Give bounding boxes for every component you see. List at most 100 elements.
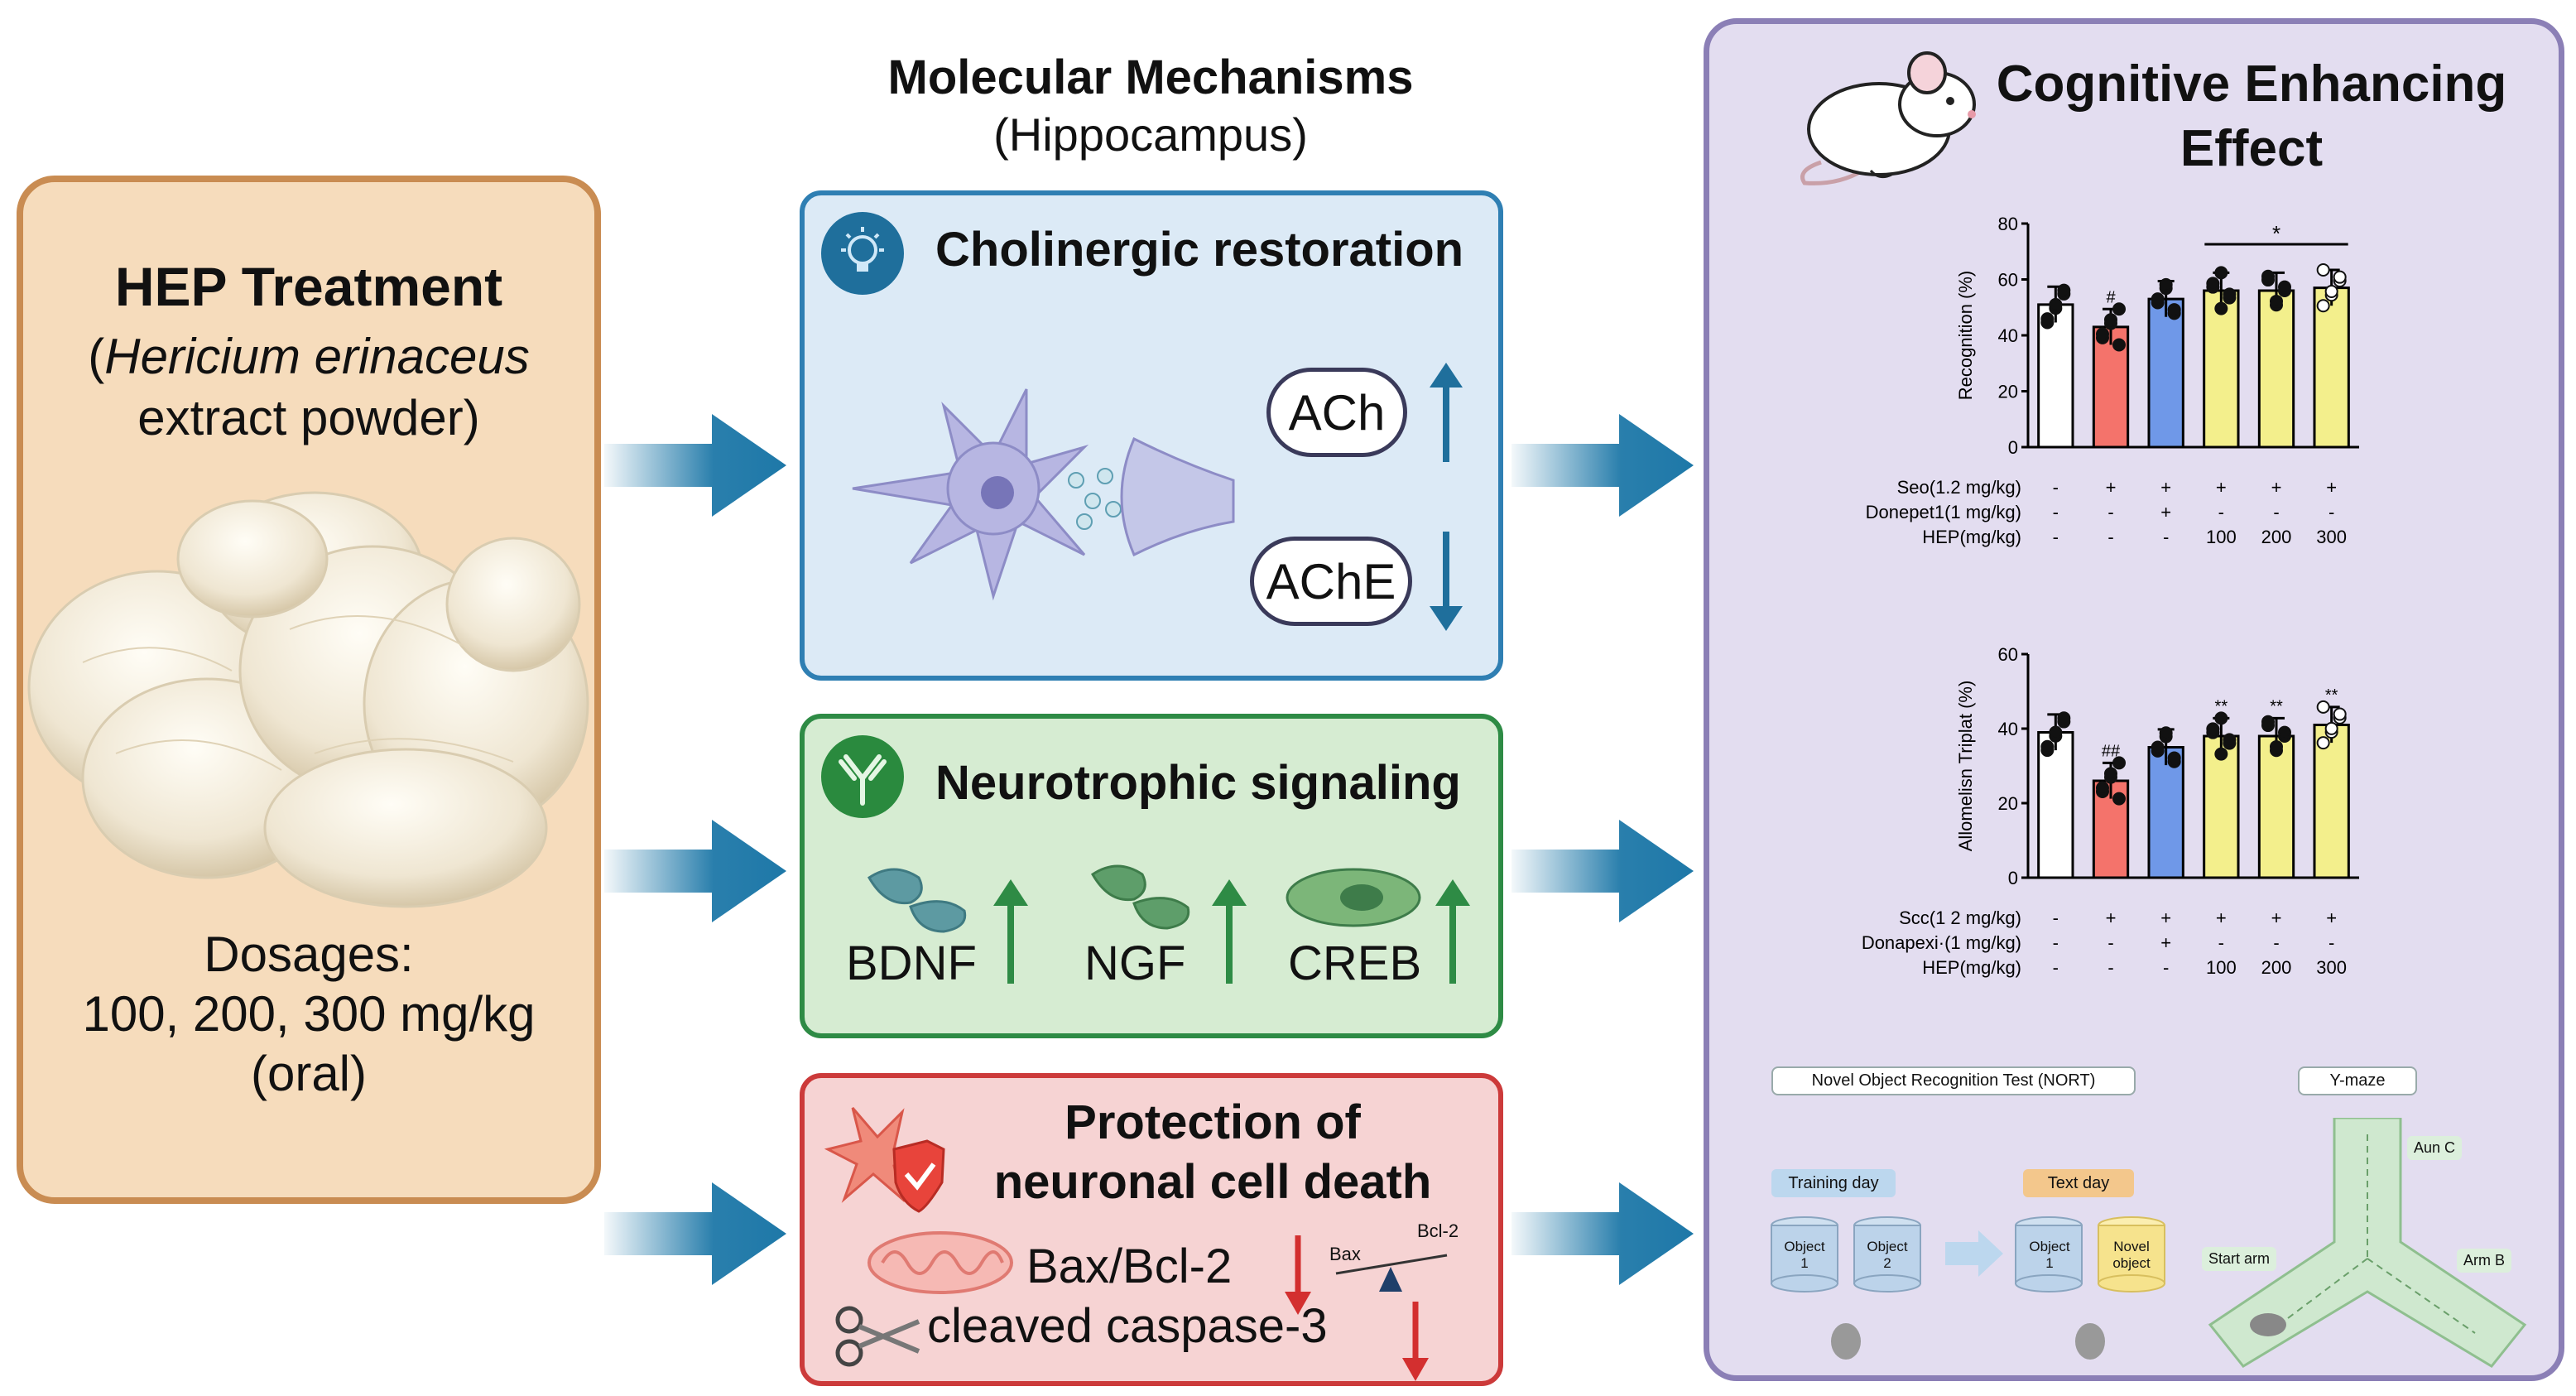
arrow-to-protection bbox=[604, 1182, 786, 1285]
condition-value: + bbox=[2160, 502, 2171, 522]
data-point bbox=[2333, 707, 2347, 721]
data-point bbox=[2112, 338, 2126, 352]
data-point bbox=[2159, 277, 2173, 291]
y-tick-label: 60 bbox=[1998, 644, 2018, 665]
data-point bbox=[2151, 292, 2165, 306]
data-point bbox=[2316, 263, 2330, 277]
condition-value: + bbox=[2271, 907, 2282, 928]
middle-title: Molecular Mechanisms bbox=[887, 51, 1414, 104]
data-point bbox=[2223, 733, 2237, 747]
condition-value: - bbox=[2053, 932, 2059, 953]
data-point bbox=[2040, 739, 2055, 753]
balance-scale-icon bbox=[1335, 1254, 1448, 1292]
object2-label: Object 2 bbox=[1867, 1239, 1908, 1271]
condition-value: 200 bbox=[2261, 527, 2292, 547]
condition-value: - bbox=[2163, 527, 2169, 547]
dosages-values: 100, 200, 300 mg/kg bbox=[82, 986, 536, 1042]
data-point bbox=[2223, 287, 2237, 301]
condition-value: - bbox=[2218, 932, 2224, 953]
bar bbox=[2147, 746, 2184, 879]
condition-value: + bbox=[2271, 477, 2282, 498]
data-point bbox=[2096, 781, 2109, 795]
condition-label: Scc(1 2 mg/kg) bbox=[1899, 907, 2021, 928]
condition-value: - bbox=[2053, 477, 2059, 498]
scissors-icon bbox=[835, 1306, 920, 1367]
training-day-label: Training day bbox=[1771, 1169, 1896, 1197]
data-point bbox=[2214, 301, 2228, 315]
y-tick-label: 40 bbox=[1998, 719, 2018, 739]
condition-value: 100 bbox=[2206, 527, 2237, 547]
caspase-down-arrow-icon bbox=[1402, 1302, 1429, 1381]
condition-value: - bbox=[2053, 957, 2059, 978]
ymaze-label: Y-maze bbox=[2298, 1066, 2417, 1095]
arm-b-label: Arm B bbox=[2457, 1249, 2512, 1273]
ngf-up-arrow-icon bbox=[1212, 879, 1247, 984]
neuron-synapse-icon bbox=[852, 388, 1235, 601]
ache-pill: AChE bbox=[1250, 537, 1412, 626]
hep-title: HEP Treatment bbox=[114, 256, 503, 317]
data-point bbox=[2151, 740, 2165, 754]
creb-up-arrow-icon bbox=[1435, 879, 1470, 984]
condition-value: + bbox=[2106, 477, 2117, 498]
data-point bbox=[2278, 280, 2291, 294]
protection-box bbox=[800, 1073, 1503, 1386]
bar bbox=[2147, 297, 2184, 449]
middle-subtitle: (Hippocampus) bbox=[993, 108, 1308, 161]
arrow-from-protection bbox=[1511, 1182, 1694, 1285]
bax-small-label: Bax bbox=[1329, 1244, 1361, 1264]
data-point bbox=[2057, 711, 2071, 725]
arm-c-label: Aun C bbox=[2407, 1136, 2463, 1160]
condition-value: + bbox=[2216, 907, 2227, 928]
condition-value: - bbox=[2273, 932, 2279, 953]
data-point bbox=[2333, 270, 2347, 284]
ngf-protein-icon bbox=[1091, 864, 1190, 930]
cholinergic-title: Cholinergic restoration bbox=[935, 223, 1464, 277]
condition-value: - bbox=[2053, 502, 2059, 522]
dosages-label: Dosages: bbox=[204, 927, 414, 982]
significance-mark: # bbox=[2106, 288, 2116, 306]
object1-label: Object 1 bbox=[1784, 1239, 1825, 1271]
species-name: Hericium erinaceus bbox=[104, 329, 530, 384]
arrow-from-neurotrophic bbox=[1511, 820, 1694, 922]
data-point bbox=[2112, 792, 2126, 806]
bar bbox=[2037, 303, 2074, 449]
data-point bbox=[2167, 751, 2181, 765]
creb-label: CREB bbox=[1288, 936, 1422, 990]
condition-value: + bbox=[2160, 907, 2171, 928]
cleaved-caspase-label: cleaved caspase-3 bbox=[927, 1299, 1328, 1353]
arrow-to-neurotrophic bbox=[604, 820, 786, 922]
lions-mane-mushroom-image bbox=[27, 491, 589, 908]
significance-bar-label: * bbox=[2272, 221, 2280, 246]
mitochondria-icon bbox=[867, 1231, 1013, 1294]
condition-value: - bbox=[2328, 502, 2334, 522]
data-point bbox=[2261, 269, 2275, 283]
condition-value: + bbox=[2106, 907, 2117, 928]
bdnf-label: BDNF bbox=[846, 936, 977, 990]
dosage-route: (oral) bbox=[250, 1046, 367, 1101]
data-point bbox=[2316, 700, 2330, 714]
arrow-from-cholinergic bbox=[1511, 414, 1694, 517]
significance-mark: ** bbox=[2215, 697, 2228, 715]
significance-mark: ** bbox=[2325, 686, 2338, 705]
data-point bbox=[2316, 736, 2330, 750]
significance-mark: ## bbox=[2102, 742, 2121, 760]
data-point bbox=[2096, 327, 2109, 341]
condition-label: HEP(mg/kg) bbox=[1922, 527, 2021, 547]
condition-label: HEP(mg/kg) bbox=[1922, 957, 2021, 978]
bar bbox=[2257, 289, 2295, 449]
data-point bbox=[2324, 721, 2338, 735]
condition-value: + bbox=[2216, 477, 2227, 498]
condition-value: + bbox=[2326, 477, 2337, 498]
y-axis-label: Allomelisn Triplat (%) bbox=[1955, 681, 1976, 852]
bar bbox=[2313, 286, 2350, 449]
bax-down-arrow-icon bbox=[1285, 1235, 1311, 1315]
right-title-line2: Effect bbox=[2180, 120, 2324, 177]
data-point bbox=[2206, 722, 2220, 736]
right-title-line1: Cognitive Enhancing bbox=[1996, 55, 2507, 113]
bar bbox=[2037, 731, 2074, 879]
data-point bbox=[2167, 303, 2181, 317]
condition-label: Donapexi·(1 mg/kg) bbox=[1862, 932, 2021, 953]
novel-object-label: Novel object bbox=[2112, 1239, 2151, 1271]
neuron-shield-icon bbox=[824, 1107, 945, 1213]
